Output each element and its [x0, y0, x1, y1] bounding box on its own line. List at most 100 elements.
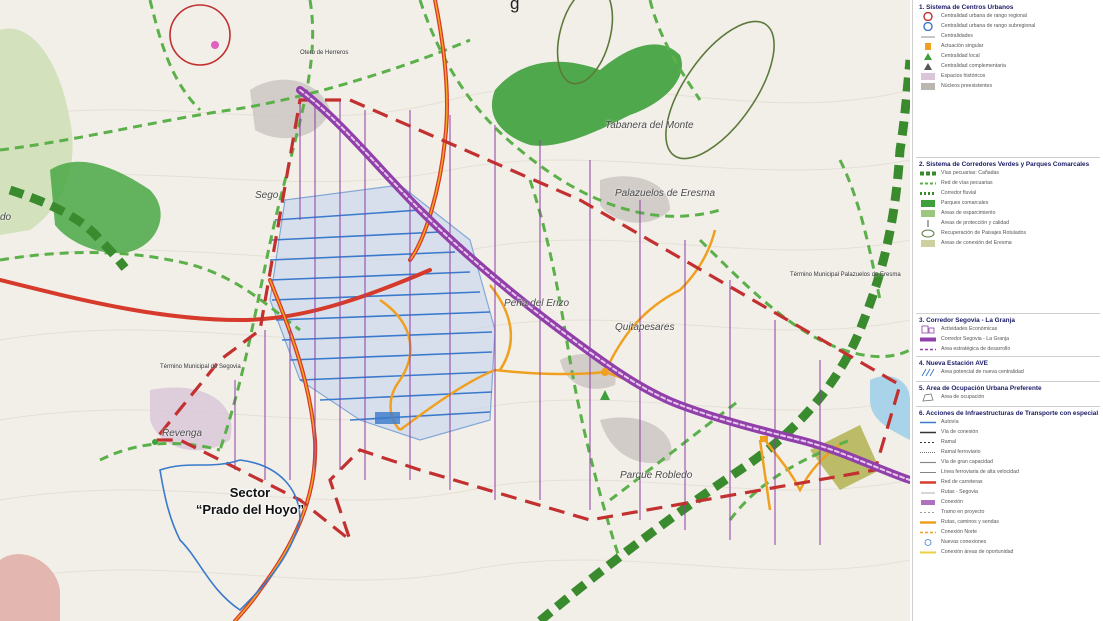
legend-section-1-title: 1. Sistema de Centros Urbanos [919, 4, 1014, 11]
text-icon [921, 36, 935, 38]
left-forest [50, 161, 161, 254]
building-icon [921, 325, 935, 334]
legend-item: Conexión Norte [919, 528, 1099, 537]
place-quitapesares: Quitapesares [615, 322, 675, 333]
legend-section-6: 6. Acciones de Infraestructuras de Trans… [919, 410, 1099, 557]
legend-section-6-title: 6. Acciones de Infraestructuras de Trans… [919, 410, 1099, 417]
red-road-icon [920, 481, 936, 484]
legend-item: Corredor fluvial [919, 189, 1099, 198]
green-triangle-icon [924, 53, 932, 60]
legend-item: Área potencial de nueva centralidad [919, 368, 1099, 377]
yellow-line-icon [920, 551, 936, 554]
purple-corridor-icon [920, 337, 936, 342]
rail-icon [920, 452, 936, 453]
municipal-boundary [159, 459, 301, 612]
place-parque: Parque Robledo [620, 470, 693, 481]
legend-divider [916, 157, 1100, 158]
legend-item: Rutas - Segovia [919, 488, 1099, 497]
connector-icon [924, 539, 932, 546]
pink-patch-icon [921, 73, 935, 80]
top-forest [491, 44, 682, 146]
thin-road-icon [920, 472, 936, 473]
primary-green-corridors [8, 59, 910, 621]
dashed-road-icon [920, 442, 936, 443]
map-canvas[interactable] [0, 0, 910, 621]
legend-divider [916, 313, 1100, 314]
purple-hatching [234, 100, 821, 545]
legend-section-4: 4. Nueva Estación AVE Área potencial de … [919, 360, 1099, 377]
dark-road-icon [920, 431, 936, 434]
purple-block-icon [921, 500, 935, 505]
legend-item: Red de vías pecuarias [919, 179, 1099, 188]
place-otero: Otero de Herreros [300, 50, 349, 56]
legend-item: Centralidad urbana de rango regional [919, 12, 1099, 21]
roads [0, 0, 449, 621]
legend-section-5: 5. Área de Ocupación Urbana Preferente Á… [919, 385, 1099, 402]
legend-item: Áreas de esparcimiento [919, 209, 1099, 218]
orange-dashed-icon [920, 531, 936, 534]
landscape-outlines [169, 0, 775, 160]
legend-item: Área de ocupación [919, 393, 1099, 402]
legend-divider [916, 356, 1100, 357]
legend-section-3: 3. Corredor Segovia - La Granja Activida… [919, 317, 1099, 354]
top-text-fragment: g [510, 0, 520, 13]
legend-item: Tramo en proyecto [919, 508, 1099, 517]
red-circle-icon [923, 12, 933, 21]
legend-divider [916, 381, 1100, 382]
green-patch-icon [921, 200, 935, 207]
reservoir [870, 376, 910, 440]
blue-circle-icon [923, 22, 933, 31]
grey-road-icon [920, 461, 936, 464]
legend-section-2-title: 2. Sistema de Corredores Verdes y Parque… [919, 161, 1090, 168]
river-icon [920, 192, 936, 195]
dark-triangle-icon [924, 63, 932, 70]
legend-item: Área estratégica de desarrollo [919, 345, 1099, 354]
sector-label-line2: “Prado del Hoyo” [195, 502, 305, 517]
place-left-cut: do [0, 212, 12, 223]
legend-item: Conexión áreas de oportunidad [919, 548, 1099, 557]
legend-item: Línea ferroviaria de alta velocidad [919, 468, 1099, 477]
legend-item: Vía de conexión [919, 428, 1099, 437]
legend-item: Centralidad local [919, 52, 1099, 61]
legend-item: Áreas de conexión del Eresma [919, 239, 1099, 248]
legend-item: Conexión [919, 498, 1099, 507]
legend-section-5-title: 5. Área de Ocupación Urbana Preferente [919, 385, 1042, 392]
orange-line-icon [920, 521, 936, 524]
place-revenga: Revenga [162, 428, 203, 439]
purple-dashed-icon [920, 348, 936, 351]
place-tabanera: Tabanera del Monte [605, 120, 694, 131]
legend-item: Nuevas conexiones [919, 538, 1099, 547]
tree-icon [927, 220, 929, 227]
hatch-icon [921, 368, 935, 377]
legend-item: Red de carreteras [919, 478, 1099, 487]
sector-label: Sector “Prado del Hoyo” [160, 484, 340, 518]
pink-area [0, 554, 60, 621]
place-termino-palazuelos: Término Municipal Palazuelos de Eresma [790, 272, 901, 278]
ellipse-outline-icon [921, 229, 935, 238]
legend-item: Áreas de protección y calidad [919, 219, 1099, 228]
legend-item: Recuperación de Paisajes Rotulados [919, 229, 1099, 238]
legend-item: Centralidades [919, 32, 1099, 41]
blue-road-icon [920, 421, 936, 424]
grey-patch-icon [921, 83, 935, 90]
sector-label-line1: Sector [229, 485, 271, 500]
legend-item: Corredor Segovia - La Granja [919, 335, 1099, 344]
corridor-boundary [151, 98, 902, 545]
thick-dashed-green-icon [920, 171, 936, 176]
segovia-la-granja-corridor [296, 86, 910, 484]
map-legend: 1. Sistema de Centros Urbanos Centralida… [912, 0, 1103, 621]
legend-item: Núcleos preexistentes [919, 82, 1099, 91]
legend-section-3-title: 3. Corredor Segovia - La Granja [919, 317, 1015, 324]
legend-item: Espacios históricos [919, 72, 1099, 81]
label-line-icon [921, 492, 935, 494]
legend-item: Parques comarcales [919, 199, 1099, 208]
legend-section-4-title: 4. Nueva Estación AVE [919, 360, 988, 367]
legend-item: Vías pecuarias: Cañadas [919, 169, 1099, 178]
area-outline-icon [922, 393, 934, 402]
legend-item: Centralidad complementaria [919, 62, 1099, 71]
place-pena: Peña del Erizo [504, 298, 570, 309]
legend-item: Actividades Económicas [919, 325, 1099, 334]
legend-item: Centralidad urbana de rango subregional [919, 22, 1099, 31]
green-corridors [0, 0, 910, 561]
